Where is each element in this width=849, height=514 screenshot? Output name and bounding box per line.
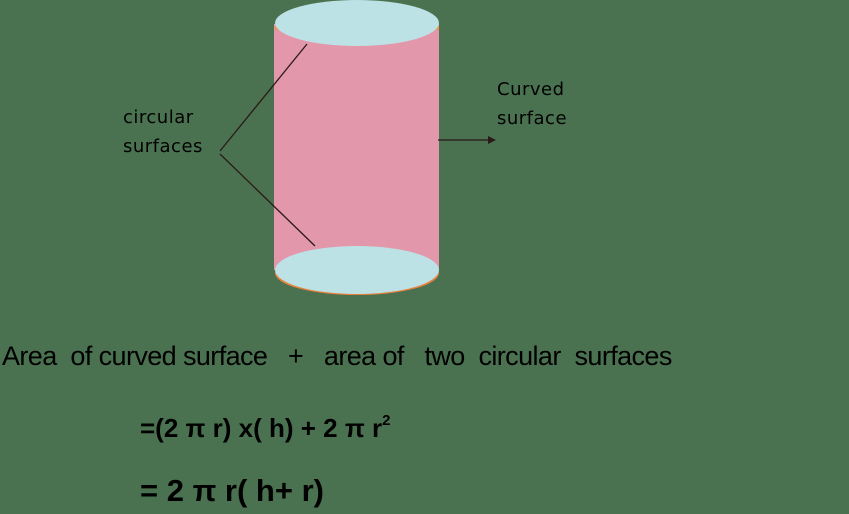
top-circular-surface [275, 0, 439, 46]
circular-surfaces-label: circular surfaces [123, 103, 203, 161]
formula-simplified: = 2 π r( h+ r) [140, 473, 324, 508]
arrow-head-icon [488, 136, 496, 144]
formula-expanded: =(2 π r) x( h) + 2 π r2 [140, 412, 390, 444]
circular-label-line1: circular [123, 107, 194, 128]
leader-line-bottom [219, 153, 316, 247]
bottom-circular-surface [275, 246, 439, 294]
cylinder [274, 0, 439, 295]
formula-word-equation: Area of curved surface + area of two cir… [2, 341, 672, 371]
curved-label-line2: surface [497, 108, 568, 129]
curved-label-line1: Curved [497, 79, 565, 100]
formula-exponent: 2 [382, 412, 391, 429]
curved-surface-label: Curved surface [497, 75, 567, 133]
leader-lines [219, 43, 496, 247]
curved-surface [274, 24, 439, 270]
formula-expanded-main: =(2 π r) x( h) + 2 π r [140, 413, 383, 443]
circular-label-line2: surfaces [123, 136, 203, 157]
leader-line-top [219, 43, 308, 152]
